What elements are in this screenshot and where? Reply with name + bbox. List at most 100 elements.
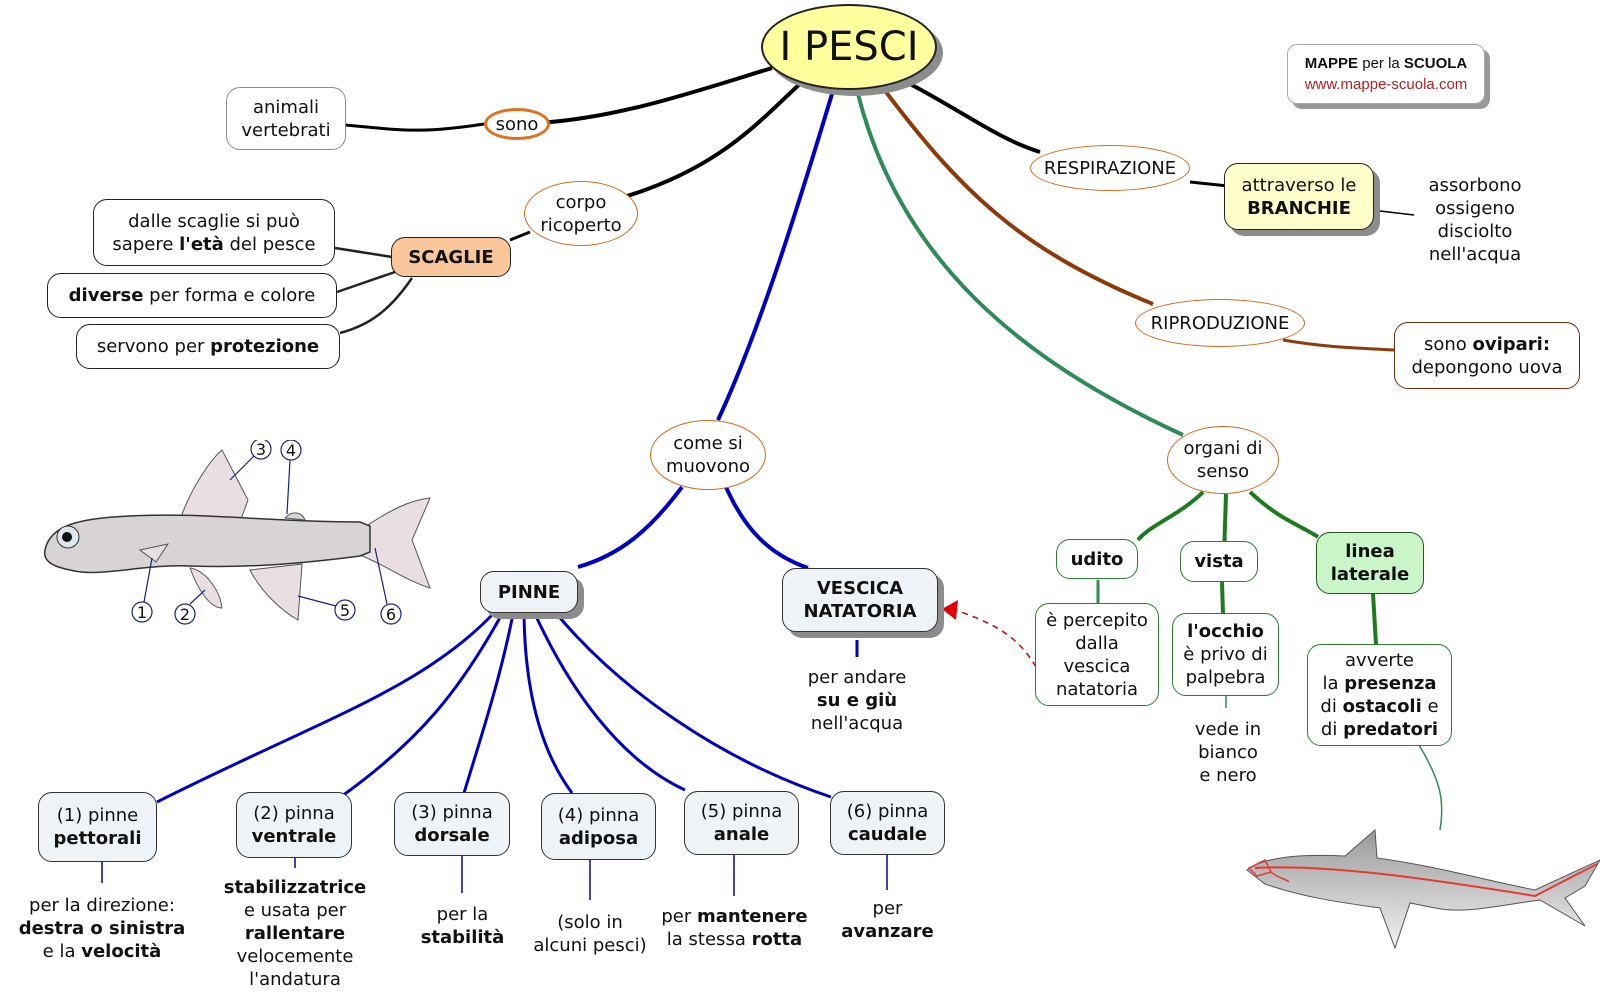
node-branchie[interactable]: attraverso le BRANCHIE [1224, 163, 1374, 230]
pointer-2 [189, 589, 206, 605]
text-line: e usata per [243, 899, 347, 921]
text-line: di predatori [1321, 718, 1438, 741]
link-riproduzione-ovipari [1282, 338, 1395, 352]
link-phrase-organi-di-senso[interactable]: organi di senso [1167, 426, 1279, 494]
text-part: per [661, 906, 697, 927]
pointer-5 [297, 595, 337, 607]
text-bold: rotta [751, 929, 803, 950]
node-fin-ventrale[interactable]: (2) pinna ventrale [236, 792, 352, 858]
link-title-sono [537, 66, 773, 125]
link-pinne-fin2 [341, 613, 504, 798]
text-line: senso [1196, 461, 1250, 482]
text-line: e nero [1199, 764, 1257, 786]
text-bold: adiposa [558, 827, 639, 849]
pinne-text: PINNE [497, 581, 561, 603]
udito-text: udito [1070, 548, 1124, 570]
text-line: sapere l'età del pesce [112, 233, 315, 256]
caudal-fin-shape [359, 497, 431, 589]
text-line: dalla [1075, 632, 1119, 654]
text-part: di [1320, 719, 1344, 740]
node-scaglie-fact-protezione[interactable]: servono per protezione [76, 324, 340, 369]
node-ovipari[interactable]: sono ovipari: depongono uova [1394, 322, 1580, 389]
link-pinne-fin1 [156, 612, 495, 804]
node-scaglie-fact-forma[interactable]: diverse per forma e colore [47, 273, 337, 318]
text-bold: ostacoli [1342, 696, 1422, 717]
map-title[interactable]: I PESCI [761, 4, 937, 90]
text-part: sono [1423, 333, 1473, 355]
node-fin-anale[interactable]: (5) pinna anale [684, 791, 799, 855]
text-line: di ostacoli e [1320, 695, 1438, 718]
fin-label-6 [380, 603, 402, 625]
text-line: per [872, 898, 903, 919]
text-bold: mantenere [696, 906, 808, 927]
text-line: (6) pinna [846, 801, 929, 822]
text-line: bianco [1198, 741, 1258, 763]
text-bold: avanzare [841, 921, 934, 942]
text-line: (3) pinna [411, 802, 493, 823]
link-phrase-come-si-muovono[interactable]: come si muovono [650, 420, 766, 490]
text-line: nell'acqua [810, 712, 904, 734]
note-fin-ventrale: stabilizzatrice e usata per rallentare v… [210, 875, 380, 991]
text-line: avverte [1345, 650, 1414, 671]
node-vista[interactable]: vista [1180, 541, 1258, 582]
text-line: vertebrati [241, 119, 331, 141]
text-line: e la velocità [43, 940, 162, 963]
link-title-movimento [716, 93, 834, 421]
node-fin-caudale[interactable]: (6) pinna caudale [830, 791, 945, 855]
text-line: (4) pinna [557, 804, 640, 826]
node-vescica-natatoria[interactable]: VESCICA NATATORIA [782, 568, 938, 632]
text-bold: l'età [179, 233, 224, 255]
brand-badge: MAPPE per la SCUOLA www.mappe-scuola.com [1287, 44, 1485, 104]
text-line: organi di [1183, 438, 1263, 459]
link-pinne-fin5 [533, 613, 686, 792]
link-movimento-vescica [724, 486, 809, 570]
node-animali-vertebrati[interactable]: animali vertebrati [226, 87, 346, 150]
fin-number-2: 2 [180, 605, 190, 624]
note-fin-adiposa: (solo in alcuni pesci) [525, 911, 655, 957]
node-fin-pettorali[interactable]: (1) pinne pettorali [38, 792, 157, 862]
node-udito[interactable]: udito [1056, 539, 1138, 579]
text-line: alcuni pesci) [533, 935, 647, 956]
text-bold: presenza [1344, 673, 1437, 694]
link-phrase-sono[interactable]: sono [484, 108, 550, 140]
fin-number-3: 3 [256, 440, 266, 459]
text-line: nell'acqua [1428, 244, 1522, 265]
node-fin-adiposa[interactable]: (4) pinna adiposa [541, 793, 656, 860]
text-line: per la direzione: [29, 894, 175, 916]
link-phrase-corpo-ricoperto[interactable]: corpo ricoperto [524, 181, 638, 246]
link-branchie-note [1379, 210, 1415, 216]
respirazione-text: RESPIRAZIONE [1043, 157, 1177, 179]
node-fin-dorsale[interactable]: (3) pinna dorsale [394, 792, 510, 856]
text-line: depongono uova [1411, 356, 1563, 378]
node-udito-note[interactable]: è percepito dalla vescica natatoria [1035, 603, 1159, 706]
link-phrase-respirazione[interactable]: RESPIRAZIONE [1030, 145, 1190, 191]
link-phrase-riproduzione[interactable]: RIPRODUZIONE [1135, 299, 1305, 347]
text-line: dalle scaglie si può [128, 210, 300, 232]
text-line: la stessa rotta [667, 928, 802, 951]
fin-label-4 [280, 440, 302, 461]
text-bold: stabilizzatrice [223, 876, 367, 898]
node-pinne[interactable]: PINNE [480, 571, 578, 613]
node-vista-note[interactable]: l'occhio è privo di palpebra [1172, 613, 1279, 696]
text-line: l'andatura [249, 968, 341, 990]
fin-number-4: 4 [286, 441, 296, 460]
node-scaglie-fact-eta[interactable]: dalle scaglie si può sapere l'età del pe… [93, 199, 335, 266]
node-linea-laterale[interactable]: linea laterale [1316, 532, 1424, 594]
text-line: animali [252, 96, 319, 118]
text-bold: diverse [68, 285, 144, 306]
link-title-respirazione [909, 82, 1041, 154]
text-line: (solo in [557, 912, 623, 933]
link-sono-vertebrati [344, 122, 485, 132]
node-linea-note[interactable]: avverte la presenza di ostacoli e di pre… [1307, 644, 1452, 746]
note-branchie: assorbono ossigeno disciolto nell'acqua [1410, 172, 1540, 268]
link-sensi-udito [1136, 490, 1205, 542]
text-line: è privo di [1183, 644, 1268, 665]
text-bold: ventrale [251, 826, 337, 847]
link-linea-shark [1418, 744, 1443, 831]
brand-url[interactable]: www.mappe-scuola.com [1304, 76, 1468, 93]
text-part: e la [42, 940, 82, 962]
text-part: la [1322, 673, 1345, 694]
node-scaglie[interactable]: SCAGLIE [391, 237, 511, 277]
text-line: attraverso le [1241, 174, 1357, 196]
